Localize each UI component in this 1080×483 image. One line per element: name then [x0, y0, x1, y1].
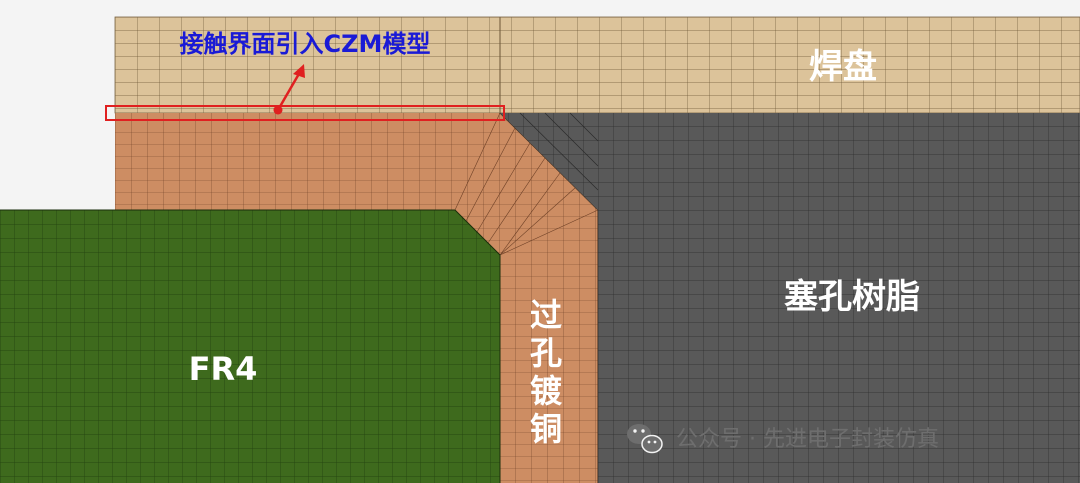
pad-region: [114, 16, 1080, 114]
via-copper-char: 孔: [530, 334, 562, 372]
pad-label: 焊盘: [809, 47, 877, 87]
via-copper-char: 镀: [530, 372, 563, 410]
watermark-text: 公众号 · 先进电子封装仿真: [676, 427, 939, 452]
fr4-region: [0, 209, 501, 483]
wechat-icon: [627, 424, 663, 454]
watermark: 公众号 · 先进电子封装仿真: [627, 424, 939, 454]
fr4-label: FR4: [189, 350, 258, 388]
via-copper-label: 过 孔 镀 铜: [530, 296, 563, 448]
via-copper-char: 铜: [530, 410, 562, 448]
czm-interface-marker: [105, 64, 505, 121]
via-copper-char: 过: [530, 296, 562, 334]
resin-label: 塞孔树脂: [784, 277, 920, 317]
resin-region: [500, 112, 1080, 483]
czm-annotation-label: 接触界面引入CZM模型: [180, 30, 431, 58]
